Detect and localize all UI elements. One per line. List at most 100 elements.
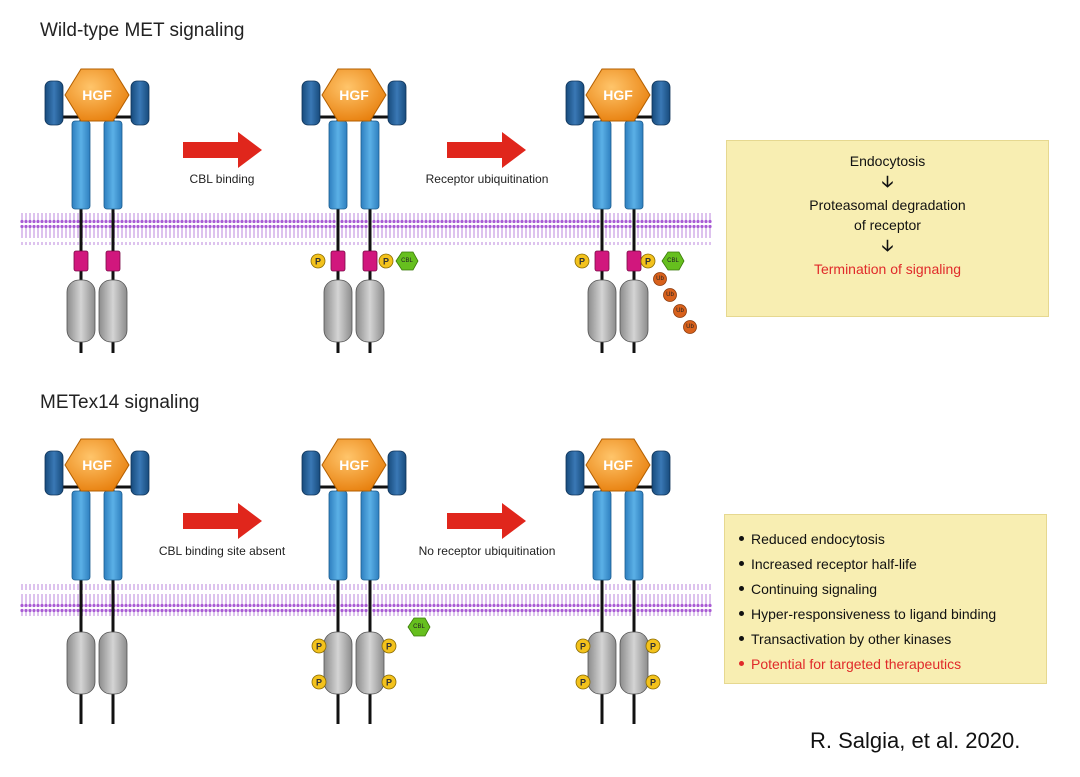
phospho-label: P [580,642,586,652]
bullet-icon [739,610,744,616]
juxtamembrane-left [594,250,610,272]
step-arrow [183,503,262,539]
cell-membrane-bottom [20,584,712,616]
list-item-highlight: Potential for targeted therapeutics [739,652,1046,677]
ubiquitin-label: Ub [656,276,664,282]
panel-title-wild-type: Wild-type MET signaling [40,20,245,41]
phospho-label: P [580,678,586,688]
ubiquitin-icon [663,288,677,302]
citation: R. Salgia, et al. 2020. [810,728,1021,753]
sema-domain-left [565,450,585,496]
phospho-label: P [315,257,321,267]
outcome-endocytosis: Endocytosis [849,153,926,169]
hgf-label: HGF [82,87,112,103]
sema-domain-right [130,80,150,126]
step-arrow [447,132,526,168]
sema-domain-right [651,450,671,496]
phospho-icon [378,253,394,269]
extracellular-chain-right [360,120,380,210]
extracellular-chain-right [624,490,644,581]
kinase-domain-right [355,279,385,343]
met-receptor: HGF P P P P [565,438,671,724]
phospho-icon [575,674,591,690]
outcome-of-receptor: of receptor [854,217,921,233]
kinase-domain-left [587,631,617,695]
step-arrow [183,132,262,168]
hgf-ligand-icon [585,438,651,492]
ubiquitin-icon [673,304,687,318]
panel-title-metex14: METex14 signaling [40,392,199,413]
extracellular-chain-right [103,120,123,210]
phospho-label: P [579,257,585,267]
ubiquitin-label: Ub [666,292,674,298]
bullet-icon [739,660,744,666]
sema-domain-right [387,80,407,126]
hgf-label: HGF [82,457,112,473]
phospho-label: P [650,678,656,688]
hgf-label: HGF [339,457,369,473]
phospho-icon [310,253,326,269]
outcome-proteasomal-degradation: Proteasomal degradation [809,197,966,213]
phospho-icon [645,638,661,654]
ubiquitin-icon [653,272,667,286]
ubiquitin-label: Ub [686,324,694,330]
extracellular-chain-left [71,120,91,210]
ubiquitin-label: Ub [676,308,684,314]
phospho-icon [645,674,661,690]
sema-domain-right [387,450,407,496]
juxtamembrane-right [362,250,378,272]
hgf-ligand-icon [585,68,651,122]
extracellular-chain-left [71,490,91,581]
extracellular-chain-left [592,490,612,581]
sema-domain-left [301,450,321,496]
hgf-label: HGF [603,457,633,473]
sema-domain-left [44,450,64,496]
phospho-icon [381,638,397,654]
hgf-label: HGF [603,87,633,103]
extracellular-chain-left [328,490,348,581]
step-label-cbl-site-absent: CBL binding site absent [159,544,286,558]
phospho-label: P [386,642,392,652]
list-item: Hyper-responsiveness to ligand binding [739,602,1046,627]
hgf-ligand-icon [321,438,387,492]
sema-domain-left [44,80,64,126]
kinase-domain-right [619,631,649,695]
list-item: Continuing signaling [739,577,1046,602]
sema-domain-left [301,80,321,126]
phospho-label: P [386,678,392,688]
kinase-domain-left [323,631,353,695]
met-receptor: HGF [44,438,150,724]
juxtamembrane-left [73,250,89,272]
bullet-icon [739,635,744,641]
extracellular-chain-right [360,490,380,581]
phospho-label: P [383,257,389,267]
extracellular-chain-left [592,120,612,210]
cbl-icon [407,617,431,637]
down-arrow-icon: 🡣 [881,174,894,191]
cbl-icon [661,251,685,271]
down-arrow-icon: 🡣 [881,238,894,255]
kinase-domain-right [355,631,385,695]
hgf-ligand-icon [64,438,130,492]
list-item: Reduced endocytosis [739,527,1046,552]
step-label-no-ubiquitination: No receptor ubiquitination [419,544,556,558]
phospho-icon [311,638,327,654]
juxtamembrane-left [330,250,346,272]
extracellular-chain-left [328,120,348,210]
list-item: Transactivation by other kinases [739,627,1046,652]
step-arrow [447,503,526,539]
sema-domain-right [651,80,671,126]
phospho-label: P [650,642,656,652]
phospho-icon [381,674,397,690]
cbl-label: CBL [413,624,425,630]
hgf-label: HGF [339,87,369,103]
kinase-domain-left [66,279,96,343]
outcome-termination: Termination of signaling [813,261,962,277]
kinase-domain-right [619,279,649,343]
bullet-icon [739,585,744,591]
hgf-ligand-icon [64,68,130,122]
phospho-icon [311,674,327,690]
kinase-domain-left [587,279,617,343]
phospho-icon [640,253,656,269]
phospho-icon [575,638,591,654]
